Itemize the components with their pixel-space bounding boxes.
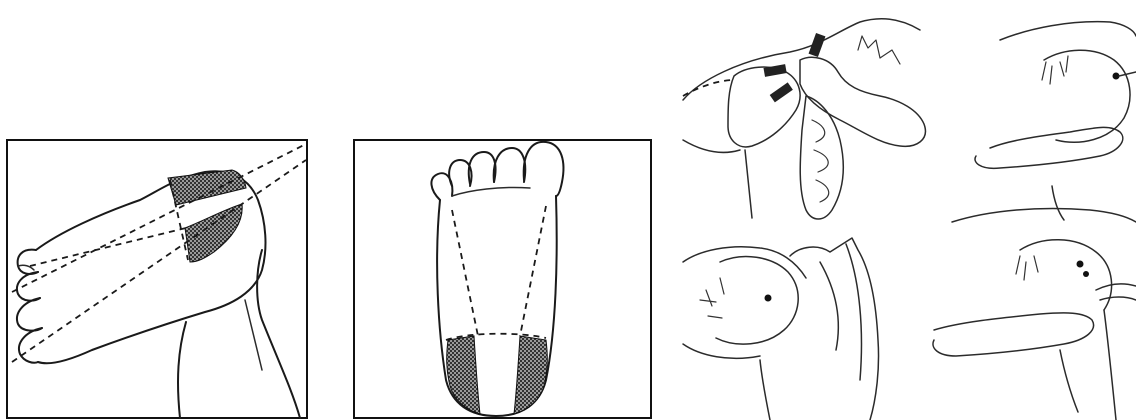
heel-outline-4 — [1020, 240, 1112, 310]
panel-heel-plantar — [354, 140, 651, 418]
panel-heel-lateral — [7, 140, 307, 418]
heel-outline-1 — [728, 67, 800, 147]
panel-technique-sequence — [683, 19, 1136, 420]
hand-outline-4 — [952, 209, 1136, 223]
finger-line-3 — [820, 262, 838, 350]
wrist-line-2 — [1052, 186, 1064, 220]
collector-line-4b — [1100, 297, 1136, 300]
finger-outline-3 — [790, 238, 879, 420]
step-2-sketch — [975, 22, 1136, 220]
thumb-outline-2 — [975, 127, 1123, 168]
lancet-device-2 — [763, 64, 786, 77]
collector-line-4a — [1096, 284, 1136, 290]
panel-frame-plantar — [354, 140, 651, 418]
veins-3 — [700, 278, 724, 318]
hand-lower-1 — [683, 140, 740, 152]
lancet-line-2 — [1119, 72, 1136, 76]
heel-outline-2 — [1044, 50, 1130, 142]
step-1-sketch — [683, 19, 925, 219]
step-3-sketch — [683, 238, 879, 420]
puncture-dot-4a — [1077, 261, 1084, 268]
hand-outline-3 — [683, 247, 806, 278]
veins-4 — [1016, 256, 1038, 280]
heel-outline-3 — [716, 257, 798, 345]
hand-lower-3 — [683, 344, 760, 358]
dotted-path-1 — [683, 80, 734, 96]
veins-1 — [858, 36, 900, 64]
veins-2 — [1042, 56, 1068, 84]
wrist-line-3 — [760, 360, 770, 420]
hand-lower-4 — [1060, 350, 1078, 412]
puncture-dot-3 — [765, 295, 772, 302]
hand-outline-2 — [1000, 22, 1136, 40]
lancet-device-3 — [770, 82, 793, 102]
panel-frame-lateral — [7, 140, 307, 418]
thumb-outline-4 — [933, 313, 1094, 356]
finger-lines — [812, 120, 829, 202]
wrist-line-1 — [745, 150, 752, 218]
wrist-line-4 — [1104, 310, 1116, 420]
step-4-sketch — [933, 209, 1136, 420]
thumb-outline — [800, 57, 925, 146]
finger-inner-3 — [846, 244, 861, 380]
puncture-dot-4b — [1083, 271, 1089, 277]
